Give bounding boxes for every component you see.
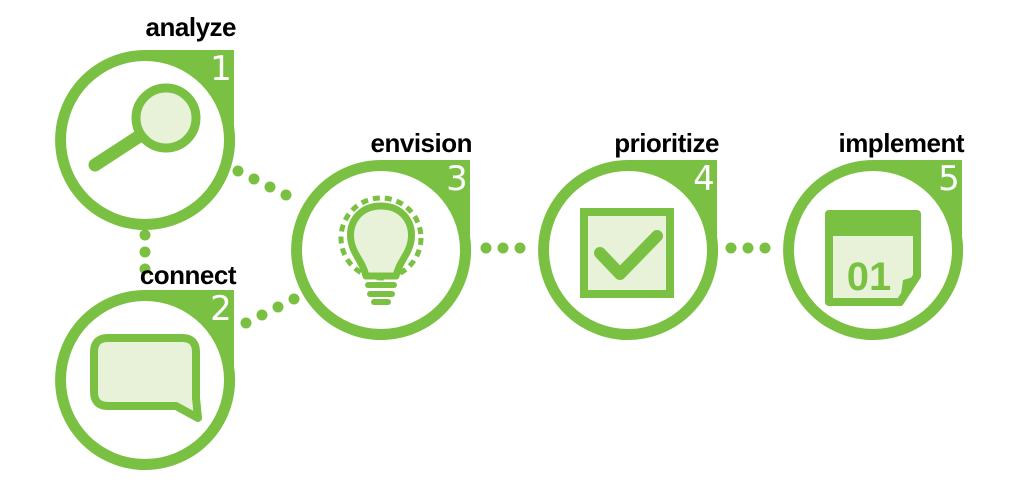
connector-dots bbox=[139, 165, 771, 329]
magnifier-icon bbox=[88, 83, 201, 172]
step-label: envision bbox=[371, 128, 472, 158]
step-number: 4 bbox=[693, 159, 715, 199]
checkbox-icon bbox=[580, 208, 674, 298]
calendar-digits: 01 bbox=[847, 255, 892, 299]
step-label: analyze bbox=[146, 12, 236, 42]
step-number: 5 bbox=[938, 159, 960, 199]
step-label: prioritize bbox=[614, 128, 719, 158]
calendar-icon: 01 bbox=[825, 210, 921, 306]
step-label: connect bbox=[140, 260, 237, 290]
step-number: 1 bbox=[210, 49, 232, 89]
step-number: 3 bbox=[446, 159, 468, 199]
step-label: implement bbox=[838, 128, 964, 158]
speech-bubble-icon bbox=[90, 334, 202, 422]
step-analyze: analyze 1 bbox=[55, 12, 237, 230]
step-number: 2 bbox=[210, 289, 232, 329]
step-implement: implement 5 01 bbox=[783, 128, 965, 340]
step-prioritize: prioritize 4 bbox=[538, 128, 720, 340]
step-connect: connect 2 bbox=[55, 260, 237, 470]
lightbulb-icon bbox=[338, 195, 424, 305]
step-envision: envision 3 bbox=[291, 128, 473, 340]
